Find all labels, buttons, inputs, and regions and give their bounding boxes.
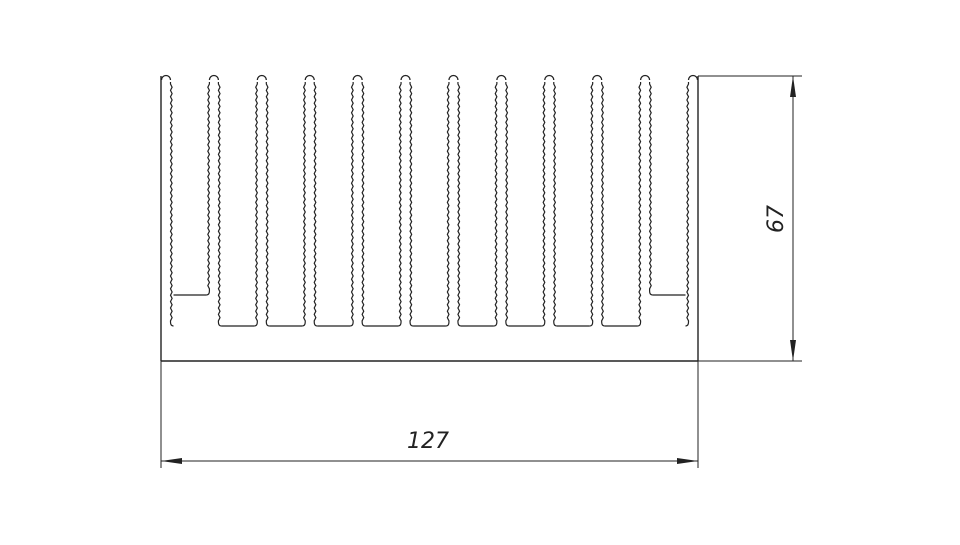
- fin-tip: [256, 74, 267, 81]
- fin-left-edge: [302, 81, 306, 327]
- width-dimension-label: 127: [407, 429, 449, 454]
- fin-left-edge: [685, 82, 690, 327]
- fin-left-edge: [493, 81, 498, 327]
- fin-tip: [304, 74, 315, 81]
- width-arrow-right: [677, 458, 698, 464]
- fin-right-edge: [648, 81, 653, 296]
- width-dimension: 127: [160, 361, 699, 468]
- height-dimension-label: 67: [764, 205, 789, 233]
- height-dimension: 67: [698, 75, 802, 362]
- fin-right-edge: [313, 81, 318, 327]
- fin-right-edge: [601, 81, 605, 327]
- fin-left-edge: [541, 81, 546, 327]
- height-arrow-top: [790, 76, 796, 97]
- fin-right-edge: [217, 81, 222, 327]
- fin-right-edge: [265, 81, 270, 327]
- fin-left-edge: [637, 81, 642, 327]
- fin-right-edge: [505, 81, 509, 327]
- fin-left-edge: [445, 81, 450, 327]
- fin-tip: [400, 74, 411, 81]
- heatsink-profile: [160, 74, 699, 362]
- fin-tip: [496, 74, 507, 81]
- fin-tip: [208, 74, 220, 81]
- fin-tip: [544, 74, 555, 81]
- width-arrow-left: [161, 458, 182, 464]
- fin-right-edge: [409, 81, 414, 327]
- fin-tip: [448, 74, 459, 81]
- fin-left-edge: [350, 81, 354, 327]
- height-arrow-bottom: [790, 340, 796, 361]
- fin-tip: [687, 74, 699, 81]
- fin-tip: [592, 74, 603, 81]
- fin-left-edge: [254, 81, 258, 327]
- fin-left-edge: [589, 81, 594, 327]
- fin-left-edge: [397, 81, 402, 327]
- fin-right-edge: [553, 81, 557, 327]
- fin-right-edge: [361, 81, 366, 327]
- fin-left-edge: [206, 81, 211, 296]
- fin-tip: [160, 74, 172, 81]
- fin-tip: [639, 74, 651, 81]
- fin-tip: [352, 74, 363, 81]
- fin-right-edge: [457, 81, 462, 327]
- fin-right-edge: [169, 82, 174, 327]
